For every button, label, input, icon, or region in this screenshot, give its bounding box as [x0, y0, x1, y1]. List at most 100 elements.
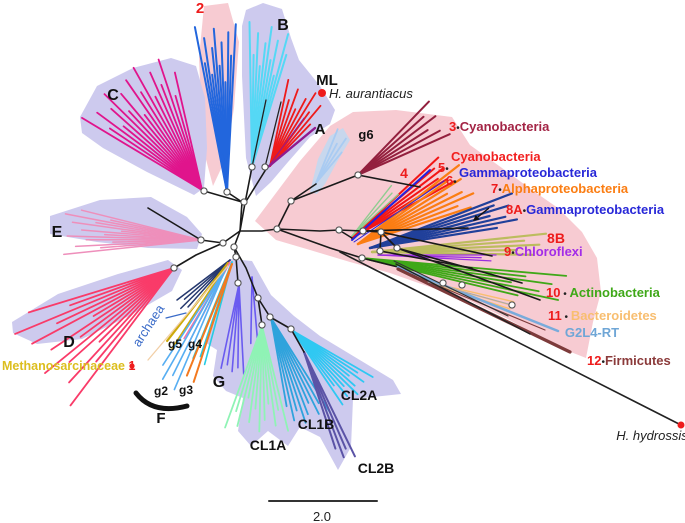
- node-circle: [258, 321, 266, 329]
- label-methanosarcinaceae: Methanosarcinaceae 1: [2, 359, 135, 373]
- fan-clade-3-maroon: [357, 129, 429, 176]
- label-f-bracket-label: F: [156, 410, 165, 427]
- node-circle: [197, 236, 205, 244]
- label-clade-7: 7•Alphaproteobacteria: [491, 181, 629, 196]
- label-g4: g4: [188, 337, 202, 351]
- branch-37: [276, 228, 363, 259]
- fan-clade-3-maroon: [357, 100, 430, 176]
- shade-bottom-clades-lavender: [206, 259, 401, 470]
- label-clade-11: 11 • Bacteroidetes: [548, 308, 657, 323]
- fan-clade-ML-red: [269, 79, 290, 167]
- fan-archaea-navy: [180, 259, 231, 310]
- fan-clade-G-violet: [231, 283, 240, 373]
- fan-indigo-pair: [250, 276, 253, 345]
- h-hydrossis-dot: [677, 421, 685, 429]
- fan-clade-D-crimson: [79, 267, 175, 338]
- fan-clade-D-crimson: [31, 267, 175, 345]
- branch-13: [235, 256, 239, 284]
- branch-22: [290, 183, 317, 202]
- label-clade-G: G: [213, 374, 225, 391]
- fan-clade-B-cyan: [251, 53, 288, 168]
- node-circle: [508, 301, 516, 309]
- fan-light-green-branches: [351, 192, 393, 237]
- fan-clade-CL2B-slate: [303, 351, 337, 450]
- node-circle: [234, 279, 242, 287]
- node-circle: [287, 197, 295, 205]
- label-clade-A: A: [315, 121, 326, 138]
- fan-clade-C-magenta: [81, 117, 203, 191]
- label-clade-9: 9•Chloroflexi: [504, 244, 583, 259]
- branch-27: [380, 231, 398, 249]
- fan-clade-3-maroon: [357, 133, 451, 176]
- branch-25: [338, 229, 364, 232]
- branch-47: [395, 263, 531, 335]
- fan-clade-g6-lightblue: [315, 137, 347, 184]
- h-hydrossis-branch: [339, 251, 680, 425]
- fan-clade-G-violet: [237, 283, 240, 369]
- branch-18: [290, 328, 305, 353]
- label-g3: g3: [179, 383, 193, 397]
- fan-clade-C-magenta: [132, 66, 203, 191]
- branch-35: [396, 247, 541, 301]
- clade-12-branch-thin: [397, 268, 546, 331]
- node-circle: [261, 163, 269, 171]
- label-clade-4: 4: [400, 165, 408, 181]
- label-cl1b: CL1B: [298, 416, 335, 432]
- fan-clade-CL1A-mint: [236, 325, 263, 427]
- label-clade-10: 10 • Actinobacteria: [546, 285, 661, 300]
- fan-clade-D-crimson: [56, 267, 175, 325]
- fan-clade-G-violet: [226, 283, 240, 366]
- fan-clade-D-crimson: [44, 267, 175, 375]
- fan-clade-C-magenta: [157, 58, 203, 191]
- branch-33: [380, 231, 493, 257]
- clade-6-blue-thin: [353, 180, 445, 243]
- clade-A-purple-thin: [267, 117, 305, 168]
- branch-19: [239, 228, 278, 232]
- fan-clade-C-magenta: [149, 71, 203, 191]
- fan-clade-G-violet: [220, 283, 240, 370]
- node-circle: [223, 188, 231, 196]
- node-circle: [358, 254, 366, 262]
- node-circle: [240, 198, 248, 206]
- fan-clade-ML-red: [269, 104, 322, 167]
- label-cl1a: CL1A: [250, 437, 287, 453]
- fan-clade-C-magenta: [140, 91, 203, 191]
- node-circle: [393, 244, 401, 252]
- node-circle: [170, 264, 178, 272]
- label-cl2b: CL2B: [358, 460, 395, 476]
- label-g2: g2: [154, 384, 168, 398]
- label-clade-6: 6•: [446, 173, 457, 188]
- branch-11: [173, 242, 224, 269]
- branch-16: [257, 297, 271, 318]
- label-clade-5: 5•: [438, 160, 449, 175]
- node-circle: [266, 313, 274, 321]
- node-circle: [230, 243, 238, 251]
- fan-clade-g3-orange: [185, 263, 233, 377]
- fan-clade-D-crimson: [68, 267, 175, 363]
- fan-clade-D-crimson: [50, 267, 175, 351]
- fan-clade-g2-lightblue: [173, 267, 227, 391]
- branch-21: [290, 174, 359, 202]
- fan-clade-g2-lightblue: [162, 267, 227, 366]
- label-clade-12: 12•Firmicutes: [587, 353, 671, 368]
- branch-36: [379, 250, 473, 269]
- label-g2l4-rt: G2L4-RT: [565, 325, 619, 340]
- fan-clade-D-crimson: [14, 267, 175, 335]
- fan-clade-C-magenta: [120, 92, 203, 191]
- fan-indigo-pair: [251, 276, 259, 348]
- branch-10: [147, 207, 202, 241]
- fan-clade-3-maroon: [357, 129, 441, 176]
- branch-38: [361, 257, 399, 268]
- node-circle: [273, 225, 281, 233]
- fan-clade-g3-orange: [192, 263, 233, 383]
- fan-clade-g6-lightblue: [315, 128, 339, 184]
- fan-light-green-branches: [351, 193, 399, 237]
- fan-clade-CL1A-mint: [261, 325, 290, 432]
- label-gammaproteobacteria-1: Gammaproteobacteria: [459, 165, 598, 180]
- branch-17: [269, 316, 292, 330]
- node-circle: [376, 247, 384, 255]
- node-circle: [287, 325, 295, 333]
- branch-20: [276, 200, 292, 230]
- label-clade-C: C: [107, 87, 119, 104]
- fan-clade-CL1B-teal: [270, 317, 288, 408]
